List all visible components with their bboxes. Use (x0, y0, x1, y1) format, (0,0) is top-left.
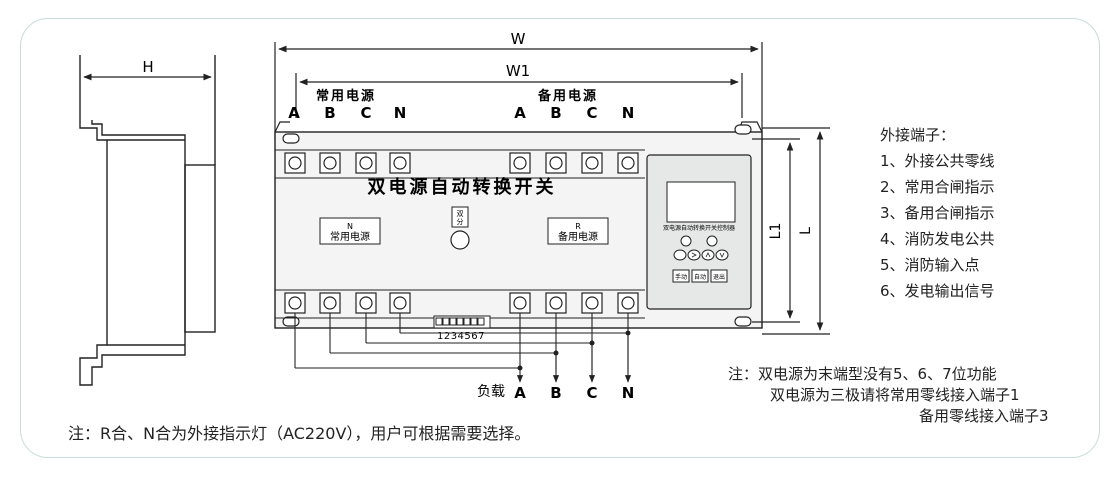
aux-terminal-block: 1234567 (433, 315, 491, 342)
device-title: 双电源自动转换开关 (368, 176, 557, 198)
bottom-terminals (284, 292, 639, 314)
load-arrows (516, 333, 632, 383)
backup-status-letter: R (575, 222, 581, 231)
controller-up-key (701, 249, 715, 261)
controller-down-key (715, 249, 729, 261)
phase-label-normal-a: A (288, 104, 300, 122)
external-terminal-item: 5、消防输入点 (880, 256, 980, 274)
external-terminal-item: 1、外接公共零线 (880, 152, 995, 170)
controller-manual-label: 手动 (675, 273, 687, 281)
controller-exit-key (673, 249, 687, 261)
aux-terminal-numbers: 1234567 (437, 331, 485, 342)
load-phase-c: C (586, 384, 597, 402)
phase-label-backup-a: A (514, 104, 526, 122)
phase-label-backup-b: B (550, 104, 561, 122)
dual-split-indicator: 双 分 (450, 206, 470, 250)
dimension-l1-label: L1 (768, 223, 784, 240)
load-phase-b: B (550, 384, 561, 402)
right-note: 注：双电源为末端型没有5、6、7位功能 双电源为三极请将常用零线接入端子1 备用… (728, 364, 1049, 427)
controller-panel: 双电源自动转换开关控制器 手动 自动 退出 (646, 154, 752, 310)
normal-source-group-label: 常用电源 (316, 88, 376, 104)
dual-label-line1: 双 (457, 210, 464, 218)
mounting-slot-br (734, 316, 752, 327)
external-terminal-item: 3、备用合闸指示 (880, 204, 995, 222)
controller-right-key (687, 249, 701, 261)
terminal-top-3 (355, 152, 377, 174)
terminal-top-4 (389, 152, 411, 174)
load-label: 负载 (477, 384, 505, 400)
normal-status-letter: N (347, 222, 353, 231)
controller-exit-label: 退出 (713, 273, 725, 281)
external-terminal-item: 6、发电输出信号 (880, 282, 995, 300)
controller-auto-label: 自动 (694, 273, 706, 281)
mounting-slot-tl (282, 133, 300, 144)
top-phase-labels: A B C N A B C N (288, 104, 634, 122)
terminal-top-2 (319, 152, 341, 174)
normal-status-label: N 常用电源 (319, 217, 381, 245)
terminal-top-7 (581, 152, 603, 174)
junction-dots (517, 330, 631, 371)
bottom-note: 注：R合、N合为外接指示灯（AC220V），用户可根据需要选择。 (68, 424, 531, 443)
terminal-bottom-8 (617, 292, 639, 314)
right-note-line2: 双电源为三极请将常用零线接入端子1 (770, 386, 1020, 404)
backup-source-group-label: 备用电源 (537, 88, 598, 104)
dimension-extension-lines (274, 42, 763, 140)
external-terminal-item: 4、消防发电公共 (880, 230, 995, 248)
vertical-dimension-extensions (752, 127, 830, 335)
phase-label-backup-n: N (622, 104, 635, 122)
right-note-line3: 备用零线接入端子3 (919, 407, 1049, 425)
controller-title: 双电源自动转换开关控制器 (663, 224, 735, 232)
external-terminal-item: 2、常用合闸指示 (880, 178, 995, 196)
terminal-bottom-7 (581, 292, 603, 314)
terminal-top-6 (545, 152, 567, 174)
terminal-top-1 (284, 152, 306, 174)
normal-status-name: 常用电源 (330, 230, 370, 243)
side-view (79, 55, 216, 386)
load-phase-n: N (622, 384, 635, 402)
terminal-bottom-6 (545, 292, 567, 314)
controller-lcd (666, 181, 736, 223)
dimension-w-label: W (511, 30, 526, 48)
controller-auto-button (691, 269, 709, 283)
terminal-bottom-5 (509, 292, 531, 314)
top-terminals (284, 152, 639, 174)
load-phase-a: A (514, 384, 526, 402)
dimension-l-label: L (798, 227, 814, 235)
terminal-bottom-1 (284, 292, 306, 314)
phase-label-normal-b: B (324, 104, 335, 122)
manual-operation-knob (450, 230, 470, 250)
dual-label-line2: 分 (457, 217, 464, 226)
terminal-bottom-4 (389, 292, 411, 314)
external-terminals-title: 外接端子： (880, 126, 956, 144)
terminal-top-8 (617, 152, 639, 174)
terminal-bottom-2 (319, 292, 341, 314)
right-note-line1: 注：双电源为末端型没有5、6、7位功能 (728, 365, 997, 383)
mounting-slot-tr (734, 124, 752, 135)
terminal-bottom-3 (355, 292, 377, 314)
controller-led-2 (706, 235, 718, 247)
phase-label-backup-c: C (586, 104, 597, 122)
phase-label-normal-c: C (360, 104, 371, 122)
dimension-w1-label: W1 (506, 62, 530, 80)
load-phase-labels: A B C N (514, 384, 634, 402)
phase-label-normal-n: N (394, 104, 407, 122)
external-terminals-list: 外接端子： 1、外接公共零线 2、常用合闸指示 3、备用合闸指示 4、消防发电公… (880, 122, 995, 304)
dimension-h-label: H (142, 58, 153, 76)
controller-exit-button (710, 269, 728, 283)
controller-led-1 (680, 235, 692, 247)
load-wiring (294, 313, 629, 370)
terminal-top-5 (509, 152, 531, 174)
controller-manual-button (672, 269, 690, 283)
backup-status-name: 备用电源 (558, 230, 598, 243)
backup-status-label: R 备用电源 (547, 217, 609, 245)
